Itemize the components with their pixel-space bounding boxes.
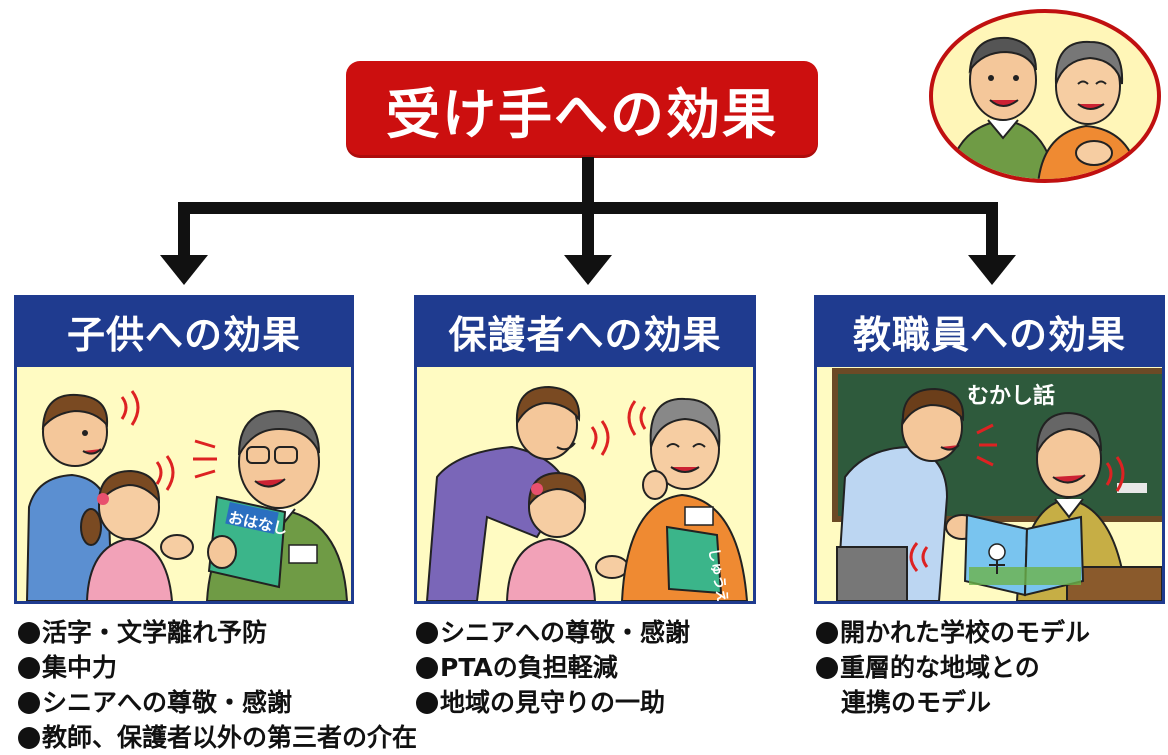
list-item: 活字・文学離れ予防: [18, 615, 417, 650]
arrow-down-icon: [160, 255, 208, 285]
category-header-children: 子供への効果: [14, 295, 354, 367]
list-item: シニアへの尊敬・感謝: [18, 685, 417, 720]
bullet-icon: [416, 657, 438, 679]
bullet-icon: [416, 622, 438, 644]
staff-illustration: むかし話: [814, 364, 1165, 604]
bullet-icon: [18, 727, 40, 749]
staff-effects-list: 開かれた学校のモデル 重層的な地域との 連携のモデル: [816, 615, 1090, 720]
main-title-box: 受け手への効果: [346, 61, 818, 158]
connector-left-drop: [178, 202, 190, 257]
guardians-effects-list: シニアへの尊敬・感謝 PTAの負担軽減 地域の見守りの一助: [416, 615, 690, 720]
list-item: シニアへの尊敬・感謝: [416, 615, 690, 650]
bullet-icon: [18, 657, 40, 679]
guardians-illustration: しゅうえ: [414, 364, 756, 604]
connector-center-drop: [582, 202, 594, 257]
category-header-guardians: 保護者への効果: [414, 295, 756, 367]
main-title: 受け手への効果: [386, 83, 778, 146]
category-header-staff: 教職員への効果: [814, 295, 1165, 367]
category-heading: 教職員への効果: [852, 312, 1126, 357]
list-item: 集中力: [18, 650, 417, 685]
list-item: 開かれた学校のモデル: [816, 615, 1090, 650]
bullet-icon: [18, 692, 40, 714]
bullet-icon: [18, 622, 40, 644]
tree-connectors: [160, 157, 1016, 285]
arrow-down-icon: [968, 255, 1016, 285]
category-heading: 子供への効果: [66, 312, 301, 357]
blackboard-text: むかし話: [967, 383, 1055, 409]
elderly-couple-illustration: [928, 8, 1163, 184]
children-effects-list: 活字・文学離れ予防 集中力 シニアへの尊敬・感謝 教師、保護者以外の第三者の介在: [18, 615, 417, 755]
list-item: 教師、保護者以外の第三者の介在: [18, 720, 417, 755]
list-item: PTAの負担軽減: [416, 650, 690, 685]
list-item: 地域の見守りの一助: [416, 685, 690, 720]
bullet-icon: [416, 692, 438, 714]
children-illustration: おはなし: [14, 364, 354, 604]
list-item-continuation: 連携のモデル: [841, 688, 992, 717]
category-heading: 保護者への効果: [448, 312, 722, 357]
connector-stem: [582, 157, 594, 212]
connector-right-drop: [986, 202, 998, 257]
bullet-icon: [816, 622, 838, 644]
bullet-icon: [816, 657, 838, 679]
list-item: 重層的な地域との: [816, 650, 1090, 685]
arrow-down-icon: [564, 255, 612, 285]
